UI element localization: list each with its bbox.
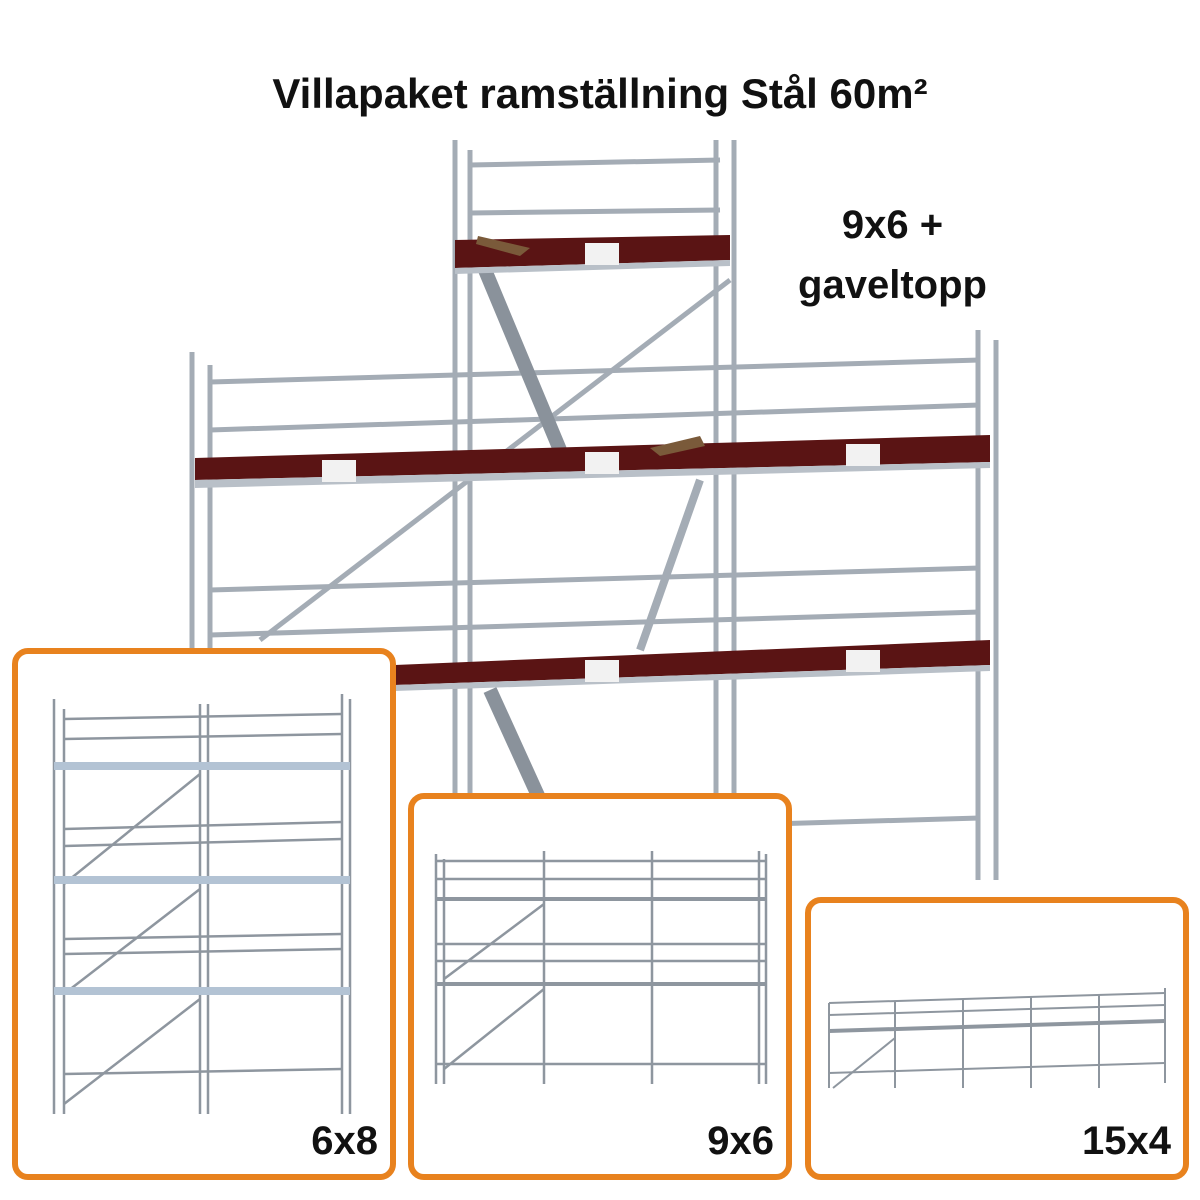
main-package-caption: 9x6 + gaveltopp [770, 195, 1015, 315]
package-card-15x4[interactable]: 15x4 [805, 897, 1189, 1180]
package-label: 6x8 [311, 1119, 378, 1163]
scaffold-15x4-image [828, 988, 1166, 1089]
scaffold-6x8-image [52, 694, 352, 1114]
package-card-6x8[interactable]: 6x8 [12, 648, 396, 1180]
package-label: 15x4 [1082, 1119, 1171, 1163]
package-card-9x6[interactable]: 9x6 [408, 793, 792, 1180]
package-label: 9x6 [707, 1119, 774, 1163]
caption-line-1: 9x6 + [841, 203, 944, 247]
page-title: Villapaket ramställning Stål 60m² [272, 70, 928, 117]
caption-line-2: gaveltopp [798, 263, 987, 307]
scaffold-9x6-image [434, 851, 768, 1084]
